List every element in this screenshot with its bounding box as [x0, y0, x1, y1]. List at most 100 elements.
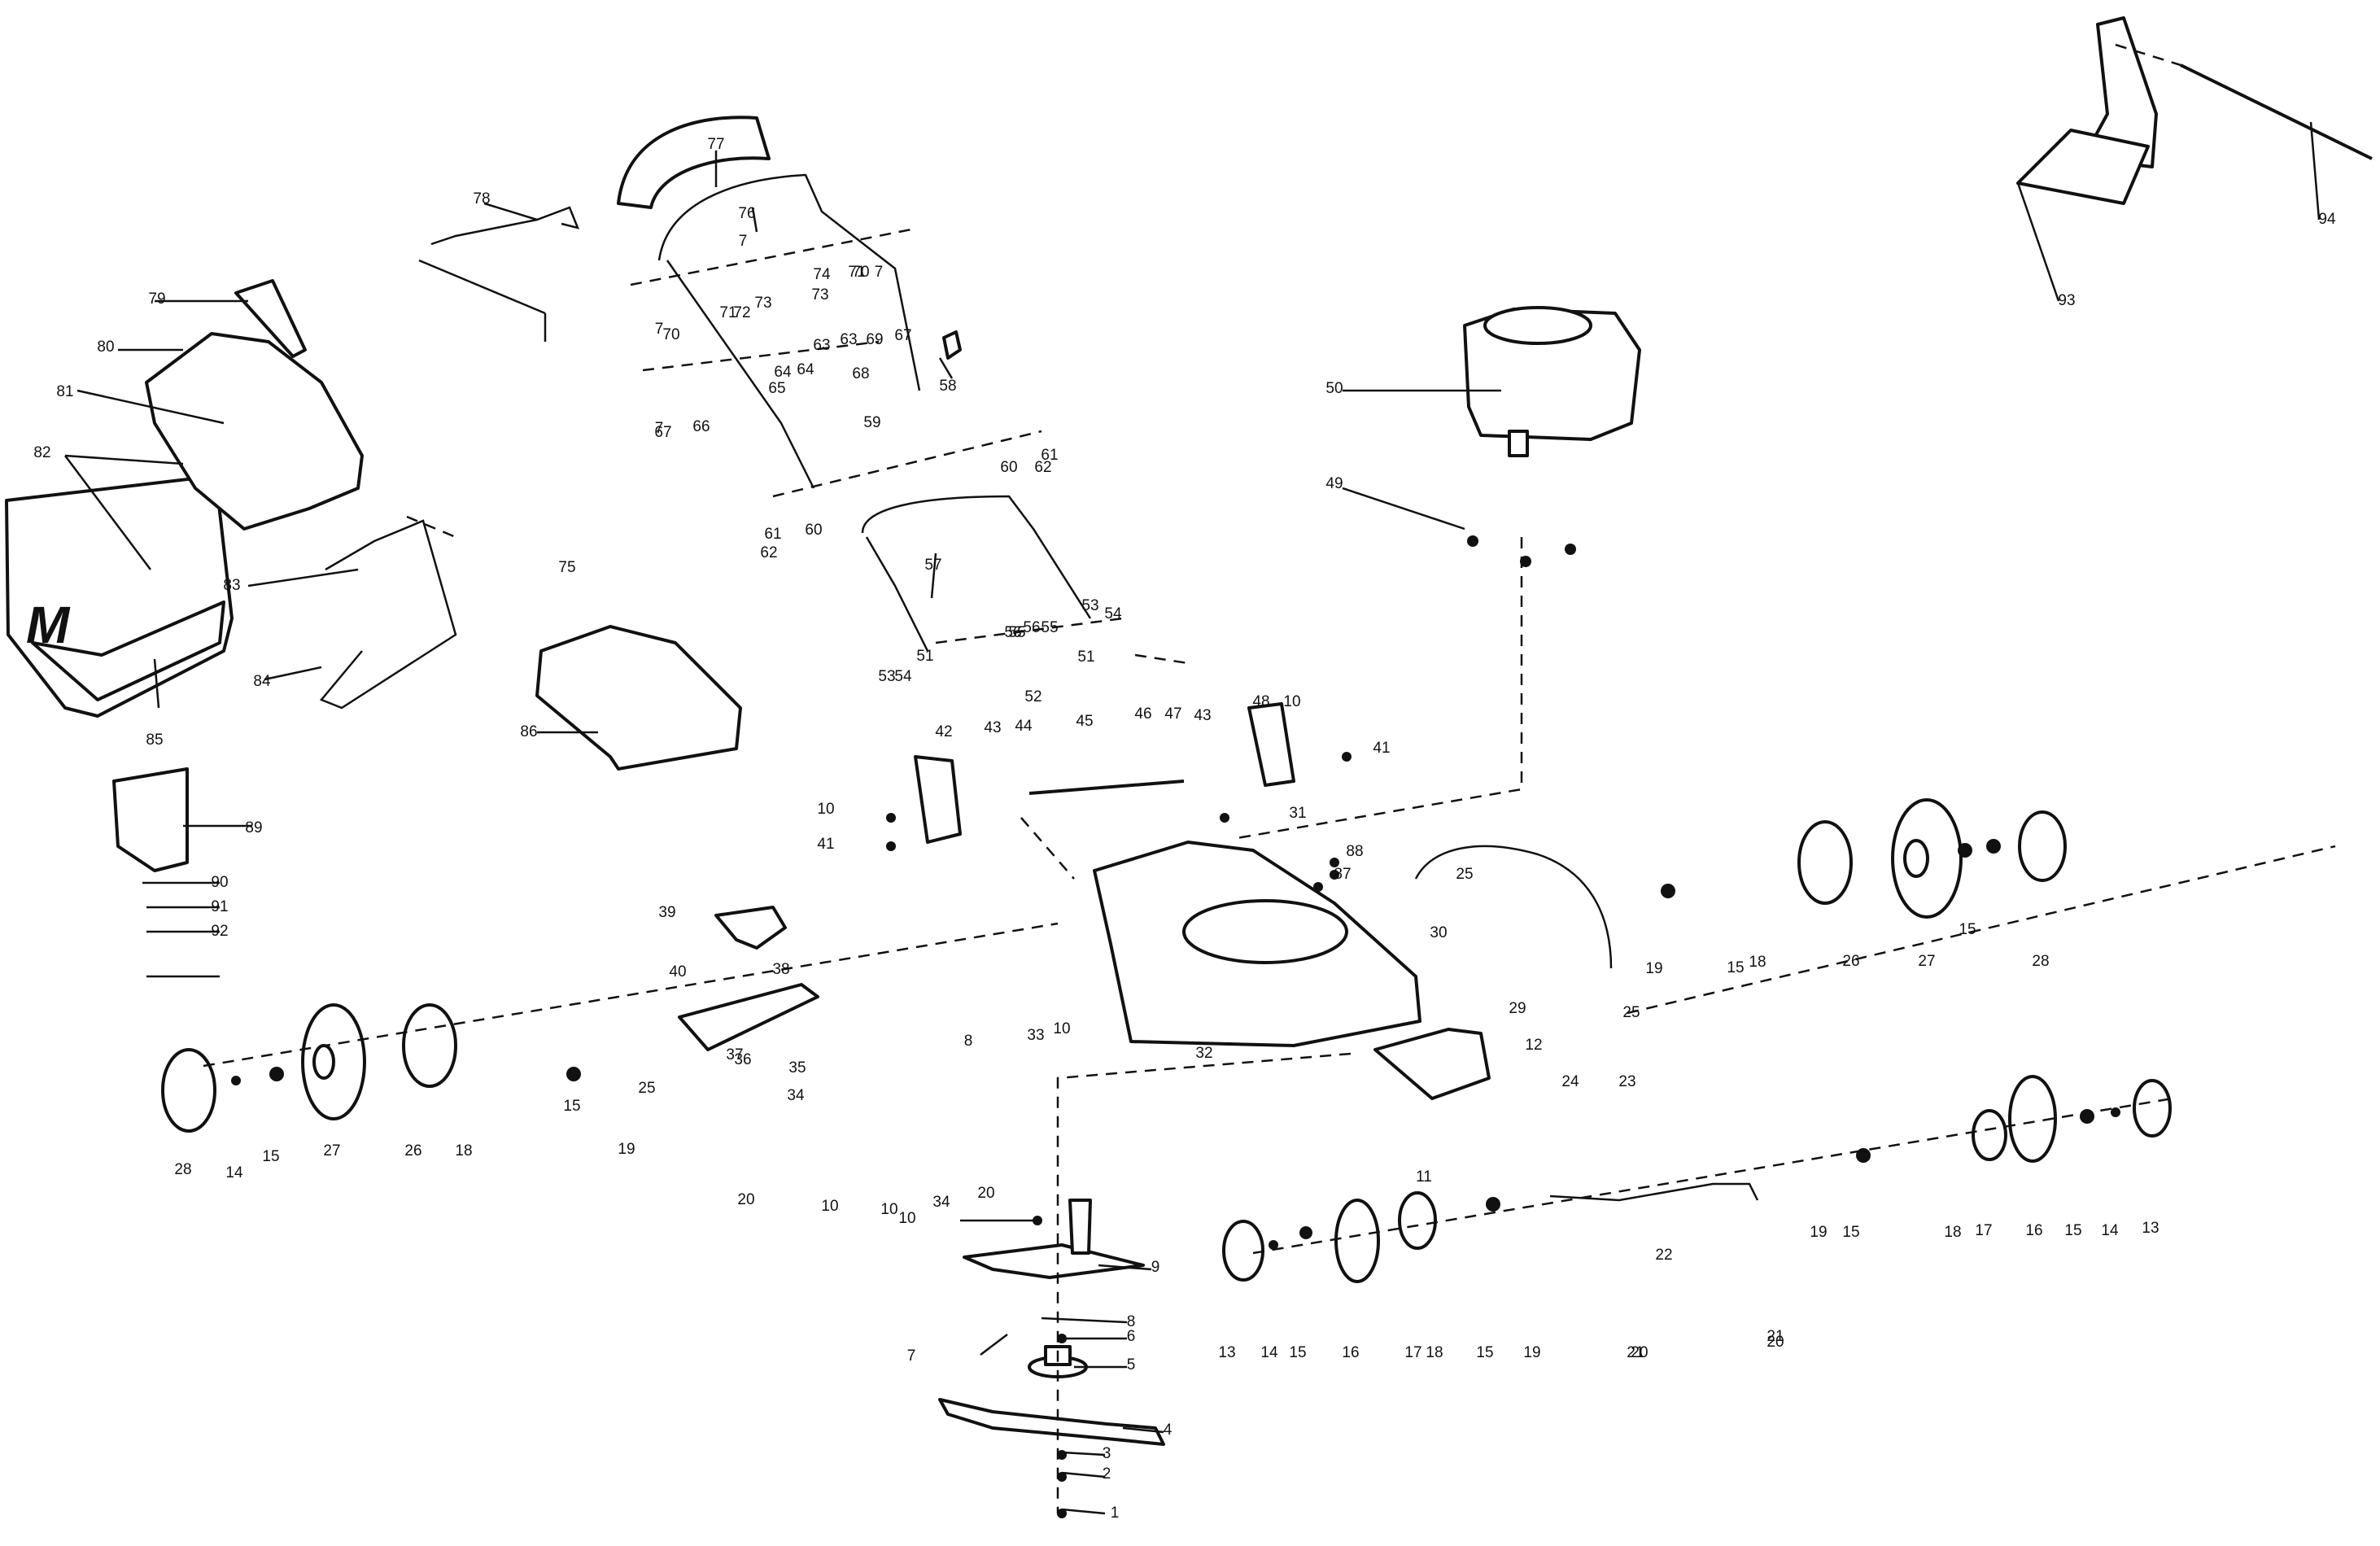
callout-label-57: 57 — [924, 557, 941, 574]
callout-label-27: 27 — [1918, 953, 1935, 970]
callout-label-65: 65 — [768, 380, 785, 397]
callout-label-73: 73 — [811, 286, 828, 304]
callout-label-73: 73 — [754, 295, 771, 312]
callout-label-36: 36 — [734, 1051, 751, 1068]
callout-label-13: 13 — [2142, 1220, 2159, 1237]
part-48-bracket — [1247, 702, 1295, 787]
callout-label-17: 17 — [1975, 1222, 1992, 1239]
callout-label-8: 8 — [1127, 1313, 1136, 1330]
callout-label-41: 41 — [817, 836, 834, 853]
callout-label-54: 54 — [1104, 605, 1122, 622]
callout-label-51: 51 — [916, 648, 933, 665]
callout-label-31: 31 — [1289, 805, 1306, 822]
part-29-axle-bar — [1414, 845, 1613, 969]
callout-label-15: 15 — [1476, 1344, 1493, 1361]
callout-label-60: 60 — [805, 522, 822, 539]
callout-label-72: 72 — [733, 304, 750, 321]
callout-label-91: 91 — [211, 898, 228, 915]
callout-label-3: 3 — [1103, 1445, 1111, 1462]
callout-label-60: 60 — [1000, 459, 1017, 476]
part-16-wheel-front-right — [2008, 1075, 2057, 1163]
callout-label-38: 38 — [772, 961, 789, 978]
part-13-cap-front-left — [1222, 1220, 1264, 1282]
callout-label-7: 7 — [655, 420, 664, 437]
part-58-lever — [942, 330, 962, 360]
callout-label-63: 63 — [813, 337, 830, 354]
callout-label-93: 93 — [2058, 292, 2075, 309]
callout-label-20: 20 — [977, 1185, 994, 1202]
callout-label-17: 17 — [1404, 1344, 1421, 1361]
part-50-engine-top — [1483, 306, 1592, 345]
callout-label-56: 56 — [1023, 619, 1040, 636]
part-16-wheel-front-left — [1334, 1199, 1380, 1283]
assembly-lines — [203, 43, 2336, 1513]
callout-label-16: 16 — [2025, 1222, 2042, 1239]
part-36-lever-plate — [678, 983, 819, 1051]
callout-label-85: 85 — [146, 732, 163, 749]
callout-label-41: 41 — [1373, 740, 1390, 757]
callout-label-50: 50 — [1325, 380, 1343, 397]
callout-label-94: 94 — [2318, 211, 2336, 228]
part-13-cap-front-right — [2133, 1079, 2172, 1138]
part-94-shaft — [2180, 63, 2373, 160]
callout-label-21: 21 — [1766, 1328, 1784, 1345]
callout-label-37: 37 — [726, 1046, 743, 1063]
callout-label-26: 26 — [1842, 953, 1859, 970]
callout-label-47: 47 — [1164, 705, 1181, 723]
callout-label-20: 20 — [737, 1191, 754, 1208]
callout-label-22: 22 — [1655, 1247, 1672, 1264]
part-93-shape — [2081, 16, 2158, 168]
brand-mark: M — [26, 596, 71, 654]
callout-label-5: 5 — [1127, 1356, 1136, 1373]
callout-label-86: 86 — [520, 723, 537, 740]
callout-label-34: 34 — [787, 1087, 805, 1104]
callout-label-43: 43 — [1194, 707, 1211, 724]
part-77-upper-handle — [617, 116, 771, 209]
callout-label-67: 67 — [894, 327, 911, 344]
callout-label-58: 58 — [939, 378, 956, 395]
callout-label-62: 62 — [760, 544, 777, 561]
callout-label-53: 53 — [1081, 597, 1098, 614]
callout-label-42: 42 — [935, 723, 952, 740]
callout-label-15: 15 — [1289, 1344, 1306, 1361]
callout-label-20: 20 — [1631, 1344, 1648, 1361]
callout-label-10: 10 — [898, 1210, 915, 1227]
part-78-wire — [430, 206, 580, 246]
callout-label-74: 74 — [813, 266, 831, 283]
callout-label-14: 14 — [1260, 1344, 1278, 1361]
callout-label-35: 35 — [788, 1059, 806, 1077]
callout-label-46: 46 — [1134, 705, 1151, 723]
callout-label-29: 29 — [1509, 1000, 1526, 1017]
part-17-hub-front-right — [1972, 1109, 2007, 1161]
part-57-lower-handle — [861, 495, 1092, 652]
part-4-blade — [938, 1398, 1165, 1446]
part-22-front-axle — [1549, 1182, 1759, 1202]
callout-label-28: 28 — [174, 1161, 191, 1178]
callout-label-56: 56 — [1004, 624, 1021, 641]
callout-label-25: 25 — [1456, 866, 1473, 883]
callout-label-64: 64 — [774, 364, 792, 381]
callout-label-14: 14 — [2101, 1222, 2119, 1239]
callout-label-18: 18 — [1944, 1224, 1961, 1241]
callout-label-25: 25 — [1622, 1004, 1640, 1021]
callout-label-34: 34 — [932, 1194, 950, 1211]
part-85-bag-inner — [31, 600, 225, 701]
callout-label-10: 10 — [1283, 693, 1300, 710]
callout-label-49: 49 — [1325, 475, 1343, 492]
callout-label-54: 54 — [894, 668, 912, 685]
part-26-hubcap-left — [402, 1003, 457, 1088]
callout-label-1: 1 — [1111, 1505, 1120, 1522]
callout-label-64: 64 — [797, 361, 814, 378]
part-86-cover — [535, 625, 742, 771]
callout-leaders — [64, 121, 2321, 1515]
callout-label-2: 2 — [1103, 1465, 1111, 1483]
callout-label-76: 76 — [738, 205, 755, 222]
callout-label-7: 7 — [739, 233, 748, 250]
callout-label-26: 26 — [404, 1142, 421, 1160]
callout-label-18: 18 — [1749, 954, 1766, 971]
callout-label-68: 68 — [852, 365, 869, 382]
callout-label-7: 7 — [907, 1347, 916, 1365]
callout-label-67: 67 — [654, 424, 671, 441]
callout-label-84: 84 — [253, 673, 271, 690]
